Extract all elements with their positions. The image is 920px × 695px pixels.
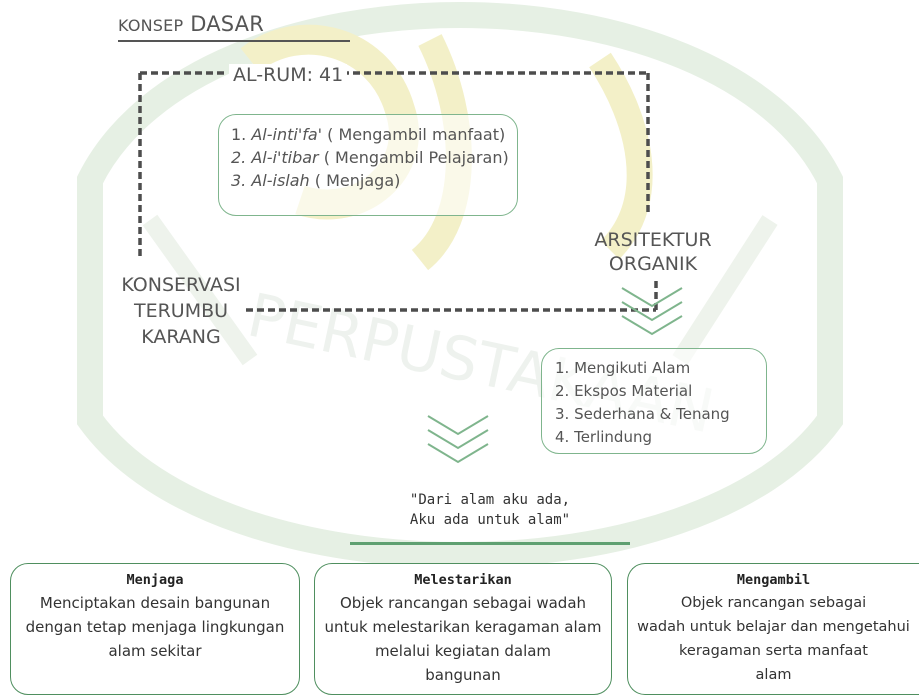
- list-item: 1. Mengikuti Alam: [555, 359, 691, 377]
- card-description: Objek rancangan sebagai wadah untuk bela…: [637, 595, 910, 683]
- chevron-down-icon: [427, 415, 489, 464]
- card-title: Menjaga: [126, 572, 184, 588]
- card-description: Menciptakan desain bangunan dengan tetap…: [25, 594, 285, 660]
- card-description: Objek rancangan sebagai wadah untuk mele…: [324, 594, 602, 684]
- konservasi-label: KONSERVASI TERUMBU KARANG: [121, 274, 241, 348]
- title-main: DASAR: [190, 12, 265, 36]
- ayat-label: AL-RUM: 41: [229, 64, 348, 86]
- list-item: 3. Sederhana & Tenang: [555, 405, 730, 423]
- quote: "Dari alam aku ada, Aku ada untuk alam": [409, 492, 571, 528]
- card-melestarikan: Melestarikan Objek rancangan sebagai wad…: [314, 563, 612, 695]
- chevron-down-icon: [621, 287, 683, 336]
- principle-item: 1. Al-inti'fa' ( Mengambil manfaat): [231, 125, 506, 144]
- card-title: Mengambil: [736, 572, 811, 588]
- page-title: KONSEP DASAR: [118, 12, 264, 36]
- principle-item: 2. Al-i'tibar ( Mengambil Pelajaran): [231, 148, 509, 167]
- quote-underline: [350, 542, 630, 545]
- list-item: 2. Ekspos Material: [555, 382, 693, 400]
- card-title: Melestarikan: [414, 572, 512, 588]
- card-mengambil: Mengambil Objek rancangan sebagai wadah …: [627, 563, 919, 695]
- title-prefix: KONSEP: [118, 16, 184, 35]
- organic-principles-box: 1. Mengikuti Alam 2. Ekspos Material 3. …: [541, 348, 767, 454]
- principles-box: 1. Al-inti'fa' ( Mengambil manfaat) 2. A…: [218, 114, 518, 216]
- title-underline: [118, 40, 350, 42]
- list-item: 4. Terlindung: [555, 428, 652, 446]
- card-menjaga: Menjaga Menciptakan desain bangunan deng…: [10, 563, 300, 695]
- arsitektur-organik-label: ARSITEKTUR ORGANIK: [594, 229, 712, 275]
- principle-item: 3. Al-islah ( Menjaga): [231, 171, 401, 190]
